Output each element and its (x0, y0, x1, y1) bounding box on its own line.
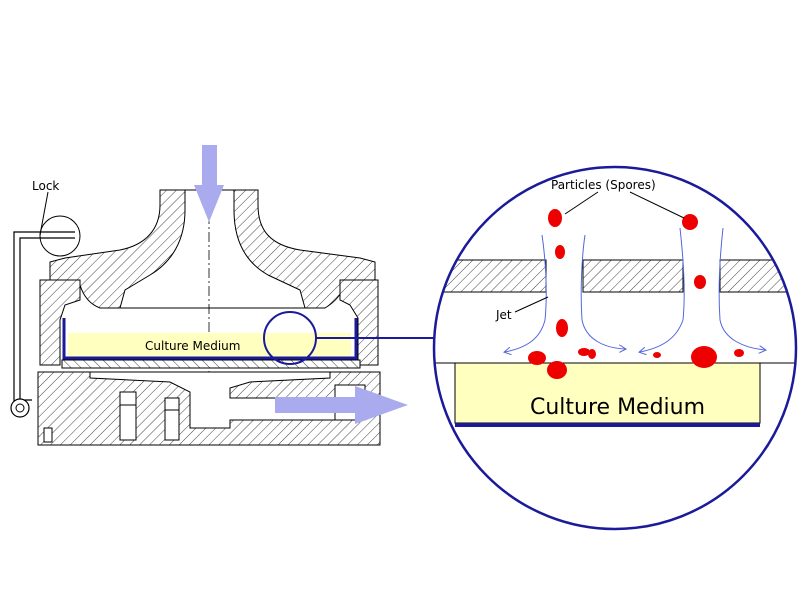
spore (528, 351, 546, 365)
magnified-circle-border (432, 165, 798, 531)
culture-medium-small-label: Culture Medium (145, 339, 240, 353)
jet-label: Jet (495, 308, 512, 322)
sampler-body-left-wall (39, 279, 81, 366)
spore (556, 319, 568, 337)
spore (588, 349, 596, 359)
spore (653, 352, 661, 358)
down-arrow-icon (194, 145, 224, 222)
plate-section-left (439, 259, 547, 293)
bolt-right (164, 397, 180, 441)
particles-leader-right (629, 191, 685, 219)
spore (694, 275, 706, 289)
spore (555, 245, 565, 259)
bolt-left (119, 391, 137, 441)
spore (578, 348, 590, 356)
plate-section-right (719, 259, 796, 293)
spore (547, 361, 567, 379)
spore (734, 349, 744, 357)
jet-streams (505, 227, 765, 352)
lock-knob (39, 215, 81, 257)
funnel-bore (119, 189, 306, 309)
magnified-view: Particles (Spores) Jet Culture Medium (432, 165, 798, 531)
lock-pin (43, 427, 53, 443)
particles-leader-left (564, 191, 599, 215)
lock-label: Lock (32, 179, 59, 193)
spore (682, 214, 698, 230)
culture-medium-large-label: Culture Medium (530, 395, 705, 420)
lock-leader (39, 191, 49, 236)
plate-section-middle (582, 259, 684, 293)
lock-clamp (13, 231, 75, 406)
right-arrow-icon (275, 386, 408, 424)
dish-seat (61, 359, 361, 369)
sampler-cross-section: Lock Culture Medium (10, 145, 434, 446)
spore (548, 209, 562, 227)
culture-medium-layer (454, 362, 761, 424)
culture-medium-dish (68, 333, 351, 359)
spores (528, 209, 744, 379)
sampler-body-right-wall (339, 279, 379, 366)
particles-label: Particles (Spores) (551, 178, 656, 192)
spore (691, 346, 717, 368)
jet-leader (514, 296, 549, 313)
